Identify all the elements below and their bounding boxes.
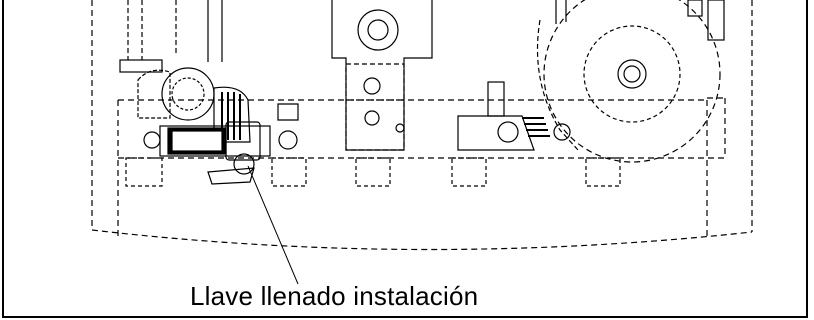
central-valve-block xyxy=(331,0,433,151)
pump-assembly xyxy=(137,67,251,143)
small-pump-right xyxy=(457,81,571,151)
bottom-fittings xyxy=(125,157,621,187)
filling-valve xyxy=(143,103,299,185)
left-pipes xyxy=(119,0,223,73)
casing-outline xyxy=(91,0,753,251)
right-heat-exchanger xyxy=(536,0,725,163)
callout-leader xyxy=(247,165,299,285)
callout-label: Llave llenado instalación xyxy=(190,281,479,311)
